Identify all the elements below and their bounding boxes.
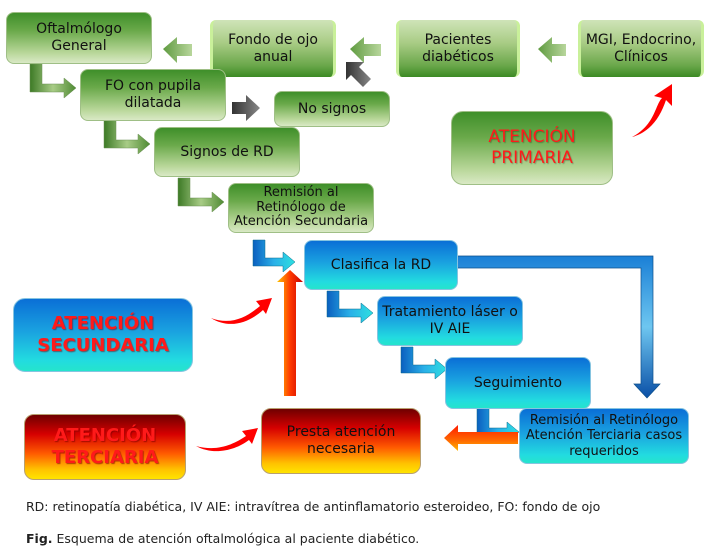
node-clasifica-rd: Clasifica la RD [304,240,458,290]
node-seguimiento: Seguimiento [445,357,591,409]
node-fondo-ojo-anual: Fondo de ojo anual [210,20,336,77]
node-label: Presta atención necesaria [286,424,396,457]
node-label: Fondo de ojo anual [228,31,318,65]
curved-red-arrow-terciaria [196,428,258,452]
fire-arrow-up [277,270,303,396]
node-label: Tratamiento láser o IV AIE [382,304,518,337]
node-label: Pacientes diabéticos [422,31,494,65]
elbow-arrow-1 [29,63,77,99]
node-fo-pupila-dilatada: FO con pupila dilatada [80,69,226,121]
level-atencion-secundaria: ATENCIÓN SECUNDARIA [13,298,193,372]
node-label: FO con pupila dilatada [104,78,202,111]
node-mgi-endocrino-clinicos: MGI, Endocrino, Clínicos [578,20,704,77]
figure-caption: Fig. Esquema de atención oftalmológica a… [26,531,419,546]
blue-elbow-arrow-4 [476,407,520,443]
node-label: Oftalmólogo General [36,21,122,54]
abbreviations-text: RD: retinopatía diabética, IV AIE: intra… [26,499,601,514]
blue-elbow-arrow-2 [326,290,374,324]
node-presta-atencion: Presta atención necesaria [261,408,421,474]
node-label: Remisión al Retinólogo de Atención Secun… [233,184,369,230]
node-label: No signos [297,100,367,117]
blue-elbow-arrow-1 [252,239,296,273]
curved-red-arrow-secundaria [211,298,272,324]
fire-arrow-left [444,425,518,451]
elbow-arrow-2 [103,119,151,155]
node-tratamiento: Tratamiento láser o IV AIE [377,296,523,346]
node-label: Signos de RD [180,143,274,160]
level-label: ATENCIÓN TERCIARIA [51,424,159,469]
level-label: ATENCIÓN PRIMARIA [488,126,576,168]
curved-red-arrow-primaria [632,84,672,137]
level-atencion-terciaria: ATENCIÓN TERCIARIA [24,414,186,480]
node-label: MGI, Endocrino, Clínicos [585,31,697,65]
fig-label: Fig. [26,531,53,546]
node-label: Clasifica la RD [330,256,432,273]
node-label: Seguimiento [473,374,563,391]
caption-text: Esquema de atención oftalmológica al pac… [56,531,420,546]
node-oftalmologo-general: Oftalmólogo General [6,12,152,64]
level-label: ATENCIÓN SECUNDARIA [37,312,169,357]
node-remision-secundaria: Remisión al Retinólogo de Atención Secun… [228,183,374,233]
grey-arrow-diagonal [346,62,371,87]
node-label: Remisión al Retinólogo Atención Terciari… [525,412,683,459]
node-remision-terciaria: Remisión al Retinólogo Atención Terciari… [519,408,689,464]
left-arrow-2 [350,37,381,63]
elbow-arrow-3 [177,177,225,213]
left-arrow-3 [538,37,566,63]
node-no-signos: No signos [274,91,390,127]
left-arrow-1 [163,37,192,63]
blue-elbow-arrow-3 [400,346,448,380]
grey-arrow-right [232,95,260,121]
node-pacientes-diabeticos: Pacientes diabéticos [396,20,520,77]
abbreviations-note: RD: retinopatía diabética, IV AIE: intra… [26,499,600,514]
level-atencion-primaria: ATENCIÓN PRIMARIA [451,111,613,185]
node-signos-rd: Signos de RD [154,127,300,177]
